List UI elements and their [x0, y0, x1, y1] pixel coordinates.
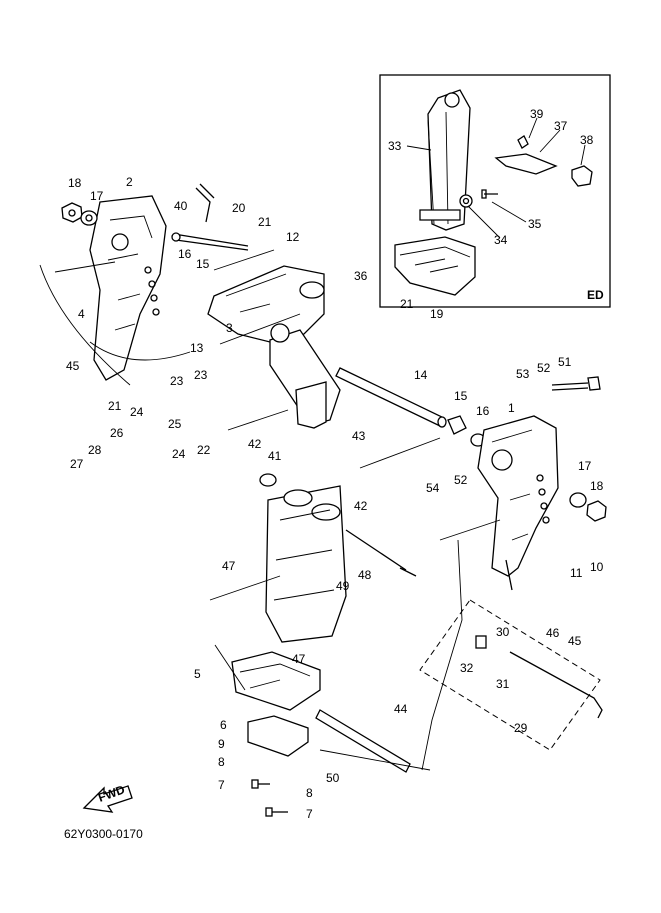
washer-17-right: [569, 492, 587, 508]
callout-49: 49: [336, 579, 350, 593]
callout-40: 40: [174, 199, 188, 213]
inset-tag: ED: [587, 288, 604, 302]
callout-19: 19: [430, 307, 444, 321]
callout-12: 12: [286, 230, 300, 244]
callout-13: 13: [190, 341, 204, 355]
callout-9: 9: [218, 737, 225, 751]
callout-17: 17: [90, 189, 104, 203]
callout-18: 18: [590, 479, 604, 493]
callout-5: 5: [194, 667, 201, 681]
washer-17-left: [80, 210, 98, 226]
tilt-shaft-40: [171, 232, 249, 251]
callout-7: 7: [218, 778, 225, 792]
callout-32: 32: [460, 661, 474, 675]
callout-18: 18: [68, 176, 82, 190]
callout-31: 31: [496, 677, 510, 691]
callout-52: 52: [537, 361, 551, 375]
callout-24: 24: [130, 405, 144, 419]
power-trim-tilt-unit: [259, 473, 417, 643]
callout-6: 6: [220, 718, 227, 732]
callout-33: 33: [388, 139, 402, 153]
callout-8: 8: [306, 786, 313, 800]
callout-42: 42: [354, 499, 368, 513]
callout-41: 41: [268, 449, 282, 463]
callout-26: 26: [110, 426, 124, 440]
callout-46: 46: [546, 626, 560, 640]
clamp-6: [247, 715, 309, 757]
callout-4: 4: [78, 307, 85, 321]
fwd-arrow-icon: FWD: [82, 782, 133, 813]
callout-11: 11: [570, 566, 583, 580]
callout-21: 21: [108, 399, 122, 413]
callout-48: 48: [358, 568, 372, 582]
stern-bracket-left: [39, 195, 167, 386]
callout-23: 23: [194, 368, 208, 382]
nut-18-left: [61, 202, 83, 223]
callout-45: 45: [568, 634, 582, 648]
reference-lines: [89, 249, 501, 771]
callout-36: 36: [354, 269, 368, 283]
callout-labels: 18 17 2 40 20 21 12 16 15 4 3 13 45 23 2…: [66, 107, 604, 821]
callout-21: 21: [400, 297, 414, 311]
callout-25: 25: [168, 417, 182, 431]
tilt-lever-20: [195, 183, 215, 223]
callout-45: 45: [66, 359, 80, 373]
callout-22: 22: [197, 443, 211, 457]
callout-15: 15: [196, 257, 210, 271]
callout-35: 35: [528, 217, 542, 231]
callout-54: 54: [426, 481, 440, 495]
callout-51: 51: [558, 355, 572, 369]
callout-50: 50: [326, 771, 340, 785]
callout-44: 44: [394, 702, 408, 716]
callout-34: 34: [494, 233, 508, 247]
callout-23: 23: [170, 374, 184, 388]
diagram-code: 62Y0300-0170: [64, 827, 143, 841]
callout-7: 7: [306, 807, 313, 821]
callout-47: 47: [222, 559, 236, 573]
callout-29: 29: [514, 721, 528, 735]
callout-52: 52: [454, 473, 468, 487]
callout-30: 30: [496, 625, 510, 639]
callout-1: 1: [508, 401, 515, 415]
callout-16: 16: [476, 404, 490, 418]
callout-20: 20: [232, 201, 246, 215]
stern-bracket-right: [477, 415, 559, 591]
callout-38: 38: [580, 133, 594, 147]
callout-10: 10: [590, 560, 604, 574]
inset-power-trim-ed: [379, 74, 611, 308]
callout-47: 47: [292, 652, 306, 666]
callout-17: 17: [578, 459, 592, 473]
bolt-51: [551, 376, 601, 391]
nut-18-right: [586, 500, 607, 522]
tilt-tube-14: [335, 367, 447, 428]
callout-15: 15: [454, 389, 468, 403]
callout-3: 3: [226, 321, 233, 335]
callout-53: 53: [516, 367, 530, 381]
swivel-bracket: [207, 265, 341, 429]
callout-28: 28: [88, 443, 102, 457]
bush-15-right: [447, 415, 467, 435]
pin-44: [315, 709, 411, 773]
callout-8: 8: [218, 755, 225, 769]
callout-42: 42: [248, 437, 262, 451]
clamp-5: [231, 651, 321, 711]
callout-27: 27: [70, 457, 84, 471]
trim-rod-29: [419, 599, 603, 751]
bolt-7-lower: [265, 807, 288, 817]
callout-2: 2: [126, 175, 133, 189]
bolt-7-upper: [251, 779, 270, 789]
callout-37: 37: [554, 119, 568, 133]
callout-24: 24: [172, 447, 186, 461]
callout-21: 21: [258, 215, 272, 229]
callout-39: 39: [530, 107, 544, 121]
callout-14: 14: [414, 368, 428, 382]
callout-16: 16: [178, 247, 192, 261]
callout-43: 43: [352, 429, 366, 443]
